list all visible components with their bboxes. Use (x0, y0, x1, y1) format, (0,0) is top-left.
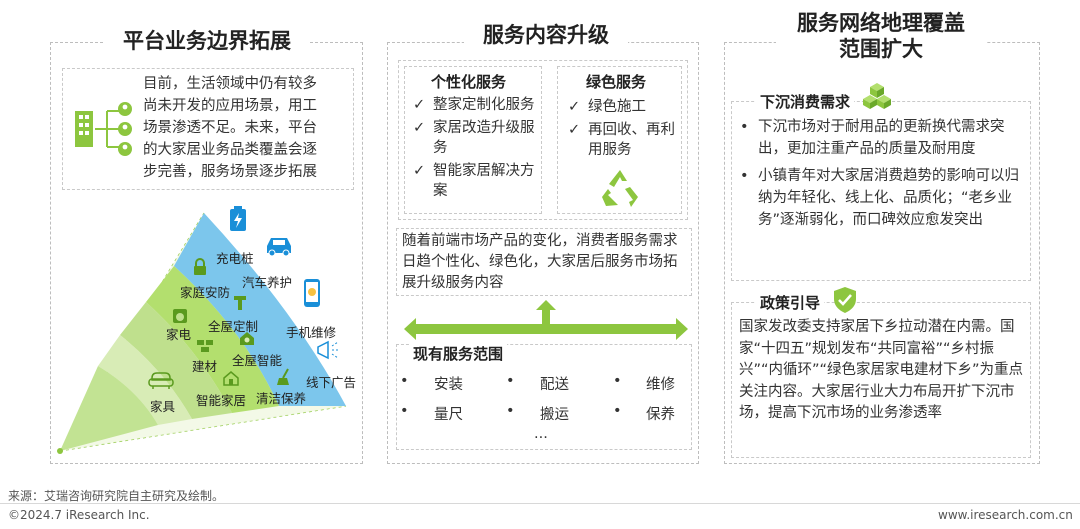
fan-label-home-security: 家庭安防 (180, 285, 231, 300)
platform-intro-text: 目前，生活领域中仍有较多 尚未开发的应用场景，用工 场景渗透不足。未来，平台 的… (143, 76, 317, 180)
source-note: 来源：艾瑞咨询研究院自主研究及绘制。 (8, 489, 225, 503)
sinking-demand-item: 小镇青年对大家居消费趋势的影响可以归纳为年轻化、线上化、品质化；“老乡业务”逐渐… (740, 165, 1024, 231)
broom-icon (276, 368, 292, 386)
up-arrow (536, 300, 556, 326)
wrench-icon (232, 294, 248, 312)
fan-label-offline-ads: 线下广告 (306, 375, 357, 390)
green-service-item: 再回收、再利用服务 (568, 120, 680, 160)
policy-guidance-box (731, 302, 1031, 458)
recycle-icon (598, 167, 642, 209)
car-icon (264, 232, 294, 258)
fan-label-phone-repair: 手机维修 (286, 325, 337, 340)
network-coverage-title: 服务网络地理覆盖 范围扩大 (776, 10, 986, 62)
current-service-bullet: • (506, 373, 515, 389)
sinking-demand-heading: 下沉消费需求 (756, 91, 855, 112)
current-service-bullet: • (506, 403, 515, 419)
green-service-heading: 绿色服务 (586, 73, 647, 91)
service-upgrade-title: 服务内容升级 (464, 22, 628, 48)
fan-label-car-care: 汽车养护 (242, 275, 293, 290)
sinking-demand-item: 下沉市场对于耐用品的更新换代需求突出，更加注重产品的质量及耐用度 (740, 116, 1024, 160)
sofa-icon (148, 370, 174, 390)
fan-label-furniture: 家具 (150, 399, 176, 414)
fan-label-whole-house-smart: 全屋智能 (232, 353, 283, 368)
fan-label-cleaning: 清洁保养 (256, 391, 307, 406)
phone-icon (302, 278, 322, 308)
fan-label-charging-pile: 充电桩 (216, 251, 254, 266)
fan-label-whole-house-custom: 全屋定制 (208, 319, 259, 334)
current-service-bullet: • (613, 403, 622, 419)
horizontal-double-arrow (404, 318, 688, 340)
policy-guidance-heading: 政策引导 (756, 292, 825, 313)
personal-service-item: 整家定制化服务 (413, 95, 539, 115)
personal-service-box: 个性化服务 整家定制化服务 家居改造升级服务 智能家居解决方案 (404, 66, 542, 214)
megaphone-icon (314, 338, 342, 362)
fan-label-smart-home: 智能家居 (196, 393, 247, 408)
current-service-item: 维修 (646, 377, 675, 393)
service-summary-box: 随着前端市场产品的变化，消费者服务需求日趋个性化、绿色化，大家居后服务市场拓展升… (396, 228, 692, 296)
platform-intro-box: 目前，生活领域中仍有较多 尚未开发的应用场景，用工 场景渗透不足。未来，平台 的… (62, 68, 354, 190)
fan-label-building-material: 建材 (192, 359, 218, 374)
current-service-item: 配送 (540, 377, 569, 393)
personal-service-heading: 个性化服务 (431, 73, 507, 91)
policy-guidance-text: 国家发改委支持家居下乡拉动潜在内需。国家“十四五”规划发布“共同富裕”“乡村振兴… (739, 319, 1024, 421)
service-summary-text: 随着前端市场产品的变化，消费者服务需求日趋个性化、绿色化，大家居后服务市场拓展升… (402, 233, 678, 291)
smart-house-icon (238, 330, 256, 346)
service-scope-fan-diagram: 充电桩 汽车养护 家庭安防 手机维修 全屋定制 家电 全屋智能 建材 线下广告 … (54, 200, 357, 462)
fan-label-appliance: 家电 (166, 327, 192, 342)
copyright: ©2024.7 iResearch Inc. (8, 508, 150, 522)
battery-icon (228, 206, 248, 232)
current-service-heading: 现有服务范围 (409, 343, 508, 364)
footer-divider (0, 503, 1080, 504)
current-service-item: 安装 (434, 377, 463, 393)
smart-home-icon (222, 370, 240, 386)
personal-service-item: 智能家居解决方案 (413, 161, 539, 201)
current-service-item: 量尺 (434, 407, 463, 423)
current-service-bullet: • (400, 403, 409, 419)
brick-icon (196, 338, 214, 352)
current-service-bullet: • (400, 373, 409, 389)
current-service-bullet: • (613, 373, 622, 389)
current-service-item: 搬运 (540, 407, 569, 423)
green-service-item: 绿色施工 (568, 97, 680, 117)
platform-expansion-title: 平台业务边界拓展 (104, 28, 310, 54)
appliance-icon (172, 308, 188, 324)
green-service-box: 绿色服务 绿色施工 再回收、再利用服务 (557, 66, 682, 214)
current-service-item: 保养 (646, 407, 675, 423)
lock-icon (192, 258, 208, 276)
cubes-icon (862, 82, 892, 110)
website: www.iresearch.com.cn (938, 508, 1073, 522)
shield-check-icon (832, 286, 858, 314)
current-service-more: ... (534, 426, 548, 442)
personal-service-item: 家居改造升级服务 (413, 118, 539, 158)
building-network-icon (71, 97, 137, 157)
current-service-box: 现有服务范围 (396, 343, 692, 450)
